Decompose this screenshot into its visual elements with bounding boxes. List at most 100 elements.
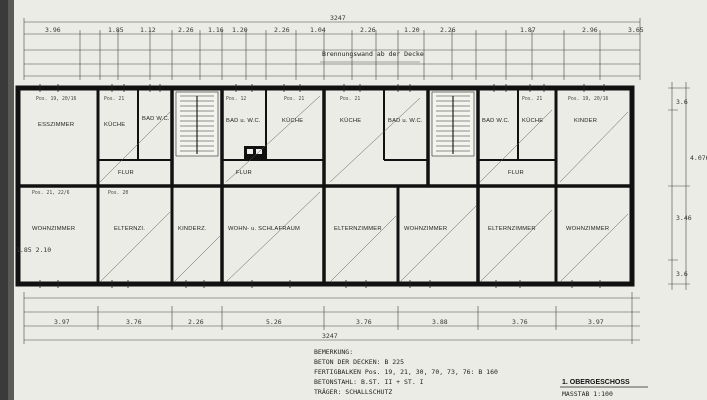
svg-text:BAD u. W.C.: BAD u. W.C. <box>388 118 423 124</box>
room-wohn-schlafraum: WOHN- u. SCHLAFRAUM <box>228 226 300 232</box>
drawing-scale: MASSTAB 1:100 <box>562 390 613 398</box>
room-esszimmer: ESSZIMMER Pos. 19, 20/16 <box>36 96 77 128</box>
room-wohnzimmer-2: WOHNZIMMER <box>404 226 447 232</box>
drawing-title: 1. OBERGESCHOSS <box>562 379 630 386</box>
svg-text:2.26: 2.26 <box>274 26 290 34</box>
room-labels: ESSZIMMER Pos. 19, 20/16 KÜCHE Pos. 21 B… <box>32 96 609 232</box>
room-flur-2: FLUR <box>236 170 252 176</box>
room-elternzimmer-1: ELTERNZIMMER <box>334 226 382 232</box>
beam-annotations <box>99 95 629 283</box>
bottom-dimension-chain <box>23 292 640 344</box>
room-kueche-3: KÜCHE Pos. 21 <box>340 96 361 124</box>
svg-text:FLUR: FLUR <box>118 170 134 176</box>
svg-text:KÜCHE: KÜCHE <box>522 117 543 124</box>
svg-text:2.26: 2.26 <box>188 318 204 326</box>
room-wohnzimmer-1: WOHNZIMMER Pos. 21, 22/6 <box>32 190 75 232</box>
svg-text:Pos. 21: Pos. 21 <box>284 96 304 102</box>
bottom-segment-labels: 3.97 3.76 2.26 5.26 3.76 3.88 3.76 3.97 <box>54 318 604 326</box>
svg-text:1.12: 1.12 <box>140 26 156 34</box>
svg-text:KÜCHE: KÜCHE <box>282 117 303 124</box>
svg-text:WOHNZIMMER: WOHNZIMMER <box>32 226 75 232</box>
svg-text:Pos. 19, 20/16: Pos. 19, 20/16 <box>36 96 77 102</box>
svg-text:ELTERNZIMMER: ELTERNZIMMER <box>488 226 536 232</box>
svg-text:ESSZIMMER: ESSZIMMER <box>38 122 74 128</box>
room-kueche-1: KÜCHE Pos. 21 <box>104 96 125 128</box>
title-block: 1. OBERGESCHOSS MASSTAB 1:100 <box>560 379 648 398</box>
svg-text:3.97: 3.97 <box>588 318 604 326</box>
room-bad-wc-4: BAD W.C. <box>482 118 510 124</box>
room-flur-3: FLUR <box>508 170 524 176</box>
svg-text:1.20: 1.20 <box>232 26 248 34</box>
room-wohnzimmer-3: WOHNZIMMER <box>566 226 609 232</box>
svg-text:BAD W.C.: BAD W.C. <box>482 118 510 124</box>
svg-text:5.26: 5.26 <box>266 318 282 326</box>
room-bad-wc-3: BAD u. W.C. <box>388 118 423 124</box>
svg-text:Pos. 21: Pos. 21 <box>104 96 124 102</box>
room-bad-wc-2: BAD u. W.C. Pos. 12 <box>226 96 261 124</box>
svg-text:3.76: 3.76 <box>126 318 142 326</box>
notes-heading: BEMERKUNG: <box>314 348 353 356</box>
svg-text:3.96: 3.96 <box>45 26 61 34</box>
left-dimension: 1.85 2.10 <box>16 246 51 254</box>
stairwell-right <box>431 91 475 157</box>
svg-text:WOHNZIMMER: WOHNZIMMER <box>404 226 447 232</box>
header-note: Brennungswand ab der Decke <box>322 50 424 58</box>
top-segment-labels: 3.96 1.85 1.12 2.26 1.16 1.20 2.26 1.04 … <box>45 26 644 34</box>
right-segment-labels: 3.6 4.076 3.46 3.6 <box>676 98 707 278</box>
svg-text:Pos. 21, 22/6: Pos. 21, 22/6 <box>32 190 70 196</box>
svg-text:3.76: 3.76 <box>356 318 372 326</box>
notes-block: BEMERKUNG: BETON DER DECKEN: B 225 FERTI… <box>314 348 498 396</box>
svg-text:KÜCHE: KÜCHE <box>104 121 125 128</box>
svg-text:KINDERZ.: KINDERZ. <box>178 226 207 232</box>
svg-text:1.16: 1.16 <box>208 26 224 34</box>
room-kueche-4: KÜCHE Pos. 21 <box>522 96 543 124</box>
top-total-dimension: 3247 <box>330 14 346 22</box>
svg-text:2.26: 2.26 <box>360 26 376 34</box>
svg-text:4.076: 4.076 <box>690 154 707 162</box>
note-line-3: BETONSTAHL: B.ST. II + ST. I <box>314 378 424 386</box>
svg-text:3.6: 3.6 <box>676 270 688 278</box>
svg-text:Pos. 19, 20/16: Pos. 19, 20/16 <box>568 96 609 102</box>
svg-text:WOHNZIMMER: WOHNZIMMER <box>566 226 609 232</box>
svg-text:Pos. 21: Pos. 21 <box>340 96 360 102</box>
svg-text:Pos. 20: Pos. 20 <box>108 190 128 196</box>
svg-text:BAD u. W.C.: BAD u. W.C. <box>226 118 261 124</box>
window-marks <box>39 84 605 288</box>
svg-text:BAD W.C.: BAD W.C. <box>142 116 170 122</box>
svg-text:2.96: 2.96 <box>582 26 598 34</box>
svg-text:3.65: 3.65 <box>628 26 644 34</box>
room-kinderz: KINDERZ. <box>178 226 207 232</box>
svg-text:1.04: 1.04 <box>310 26 326 34</box>
svg-text:3.88: 3.88 <box>432 318 448 326</box>
svg-text:Pos. 21: Pos. 21 <box>522 96 542 102</box>
svg-text:KÜCHE: KÜCHE <box>340 117 361 124</box>
svg-text:FLUR: FLUR <box>236 170 252 176</box>
svg-text:2.26: 2.26 <box>178 26 194 34</box>
svg-text:3.6: 3.6 <box>676 98 688 106</box>
svg-text:WOHN- u. SCHLAFRAUM: WOHN- u. SCHLAFRAUM <box>228 226 300 232</box>
bottom-total-dimension: 3247 <box>322 332 338 340</box>
stairwell-left <box>175 91 219 157</box>
room-kueche-2: KÜCHE Pos. 21 <box>282 96 304 124</box>
svg-text:2.26: 2.26 <box>440 26 456 34</box>
svg-text:ELTERNZIMMER: ELTERNZIMMER <box>334 226 382 232</box>
svg-text:ELTERNZI.: ELTERNZI. <box>114 226 145 232</box>
building-walls <box>15 85 635 287</box>
svg-text:KINDER: KINDER <box>574 118 597 124</box>
right-dimension-chain <box>668 82 690 290</box>
svg-text:1.85: 1.85 <box>108 26 124 34</box>
svg-text:3.97: 3.97 <box>54 318 70 326</box>
svg-text:Pos. 12: Pos. 12 <box>226 96 246 102</box>
room-kinder: KINDER Pos. 19, 20/16 <box>568 96 609 124</box>
room-flur-1: FLUR <box>118 170 134 176</box>
note-line-1: BETON DER DECKEN: B 225 <box>314 358 404 366</box>
svg-text:1.87: 1.87 <box>520 26 536 34</box>
room-elternzi: ELTERNZI. Pos. 20 <box>108 190 145 232</box>
svg-text:3.46: 3.46 <box>676 214 692 222</box>
room-bad-wc-1: BAD W.C. <box>142 116 170 122</box>
svg-text:1.20: 1.20 <box>404 26 420 34</box>
svg-text:3.76: 3.76 <box>512 318 528 326</box>
svg-text:FLUR: FLUR <box>508 170 524 176</box>
note-line-4: TRÄGER: SCHALLSCHUTZ <box>314 387 392 396</box>
